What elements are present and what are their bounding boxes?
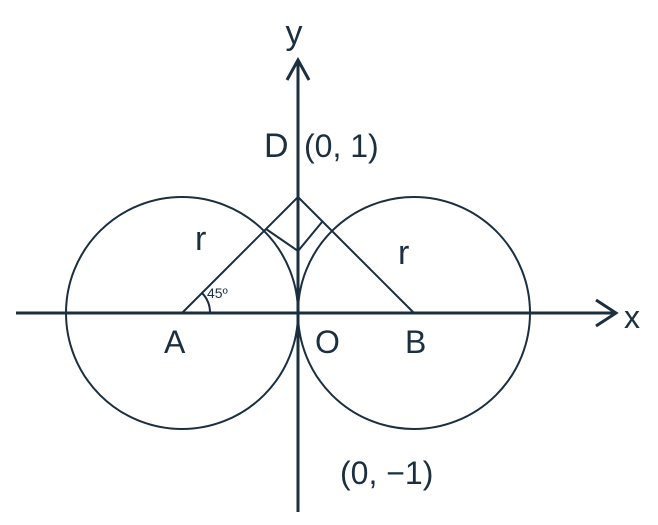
radius-label-left: r [195,220,206,258]
coordinate-label-bottom: (0, −1) [340,455,433,491]
point-label-b: B [405,324,426,360]
right-angle-marker [265,221,323,253]
point-label-o: O [315,324,340,360]
circle-centered-at-b [297,196,531,430]
point-label-d: D [264,127,289,165]
coordinate-label-top: (0, 1) [304,128,379,164]
radius-segment-b [297,196,415,314]
x-axis-label: x [624,299,640,335]
point-label-a: A [164,324,186,360]
x-axis-arrowhead [595,298,619,328]
y-axis-label: y [286,14,303,52]
angle-arc [201,292,212,314]
angle-label: 45º [207,285,228,301]
y-axis-arrowhead [285,56,311,81]
radius-label-right: r [398,234,409,272]
